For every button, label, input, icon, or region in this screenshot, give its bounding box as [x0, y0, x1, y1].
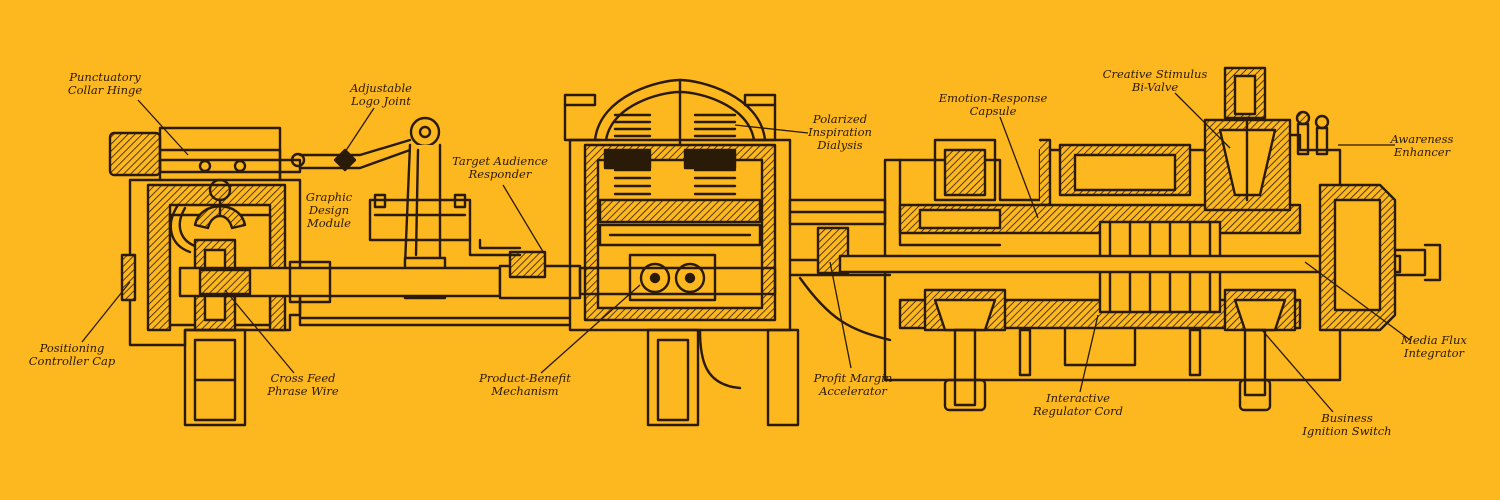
- right-housing: [838, 66, 1442, 412]
- label-media-flux-integrator: Media Flux Integrator: [1401, 333, 1467, 360]
- label-interactive-regulator-cord: Interactive Regulator Cord: [1032, 391, 1124, 418]
- middle-housing: [563, 78, 892, 427]
- label-business-ignition-switch: Business Ignition Switch: [1302, 411, 1392, 438]
- label-profit-margin-accelerator: Profit Margin Accelerator: [813, 371, 893, 398]
- label-emotion-response-capsule: Emotion-Response Capsule: [938, 91, 1048, 118]
- label-target-audience-responder: Target Audience Responder: [452, 154, 548, 181]
- label-polarized-inspiration-dialysis: Polarized Inspiration Dialysis: [808, 112, 872, 152]
- label-graphic-design-module: Graphic Design Module: [305, 190, 353, 230]
- label-positioning-controller-cap: Positioning Controller Cap: [28, 341, 116, 368]
- label-punctuatory-collar-hinge: Punctuatory Collar Hinge: [67, 70, 143, 97]
- label-awareness-enhancer: Awareness Enhancer: [1390, 132, 1454, 159]
- label-cross-feed-phrase-wire: Cross Feed Phrase Wire: [267, 371, 339, 398]
- main-shaft: [178, 238, 582, 327]
- label-product-benefit-mechanism: Product-Benefit Mechanism: [479, 371, 571, 398]
- label-adjustable-logo-joint: Adjustable Logo Joint: [350, 81, 412, 108]
- leader-lines: [81, 92, 1411, 413]
- logo-joint-rod: [298, 138, 412, 172]
- label-creative-stimulus-bi-valve: Creative Stimulus Bi-Valve: [1102, 67, 1208, 94]
